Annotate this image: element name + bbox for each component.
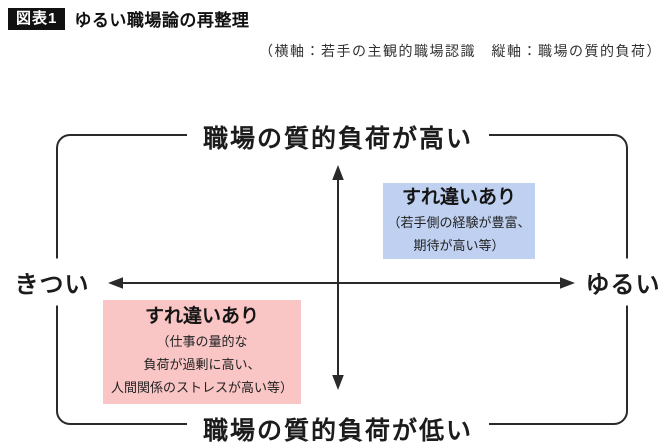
quadrant-box-line: 期待が高い等） [413,237,505,253]
quadrant-box-line: （若手側の経験が豊富、 [387,214,531,230]
quadrant-box-line: 負荷が過剰に高い、 [143,357,261,373]
quadrant-box-line: （仕事の量的な [156,334,248,350]
figure-number-badge: 図表1 [8,7,66,30]
quadrant-box-title: すれ違いあり [401,187,516,209]
quadrant-box-title: すれ違いあり [144,306,259,328]
axis-label-right: ゆるい [583,258,663,306]
figure-header: 図表1 ゆるい職場論の再整理 [8,6,249,31]
quadrant-box-top-right: すれ違いあり （若手側の経験が豊富、 期待が高い等） [383,183,535,259]
axis-definition-note: （横軸：若手の主観的職場認識 縦軸：職場の質的負荷） [259,43,662,59]
figure-title: ゆるい職場論の再整理 [74,11,250,30]
axis-label-top: 職場の質的負荷が高い [186,119,490,155]
axis-label-left: きつい [12,258,92,306]
quadrant-box-bottom-left: すれ違いあり （仕事の量的な 負荷が過剰に高い、 人間関係のストレスが高い等） [103,300,301,404]
quadrant-box-line: 人間関係のストレスが高い等） [110,380,293,396]
axis-label-bottom: 職場の質的負荷が低い [186,411,490,446]
